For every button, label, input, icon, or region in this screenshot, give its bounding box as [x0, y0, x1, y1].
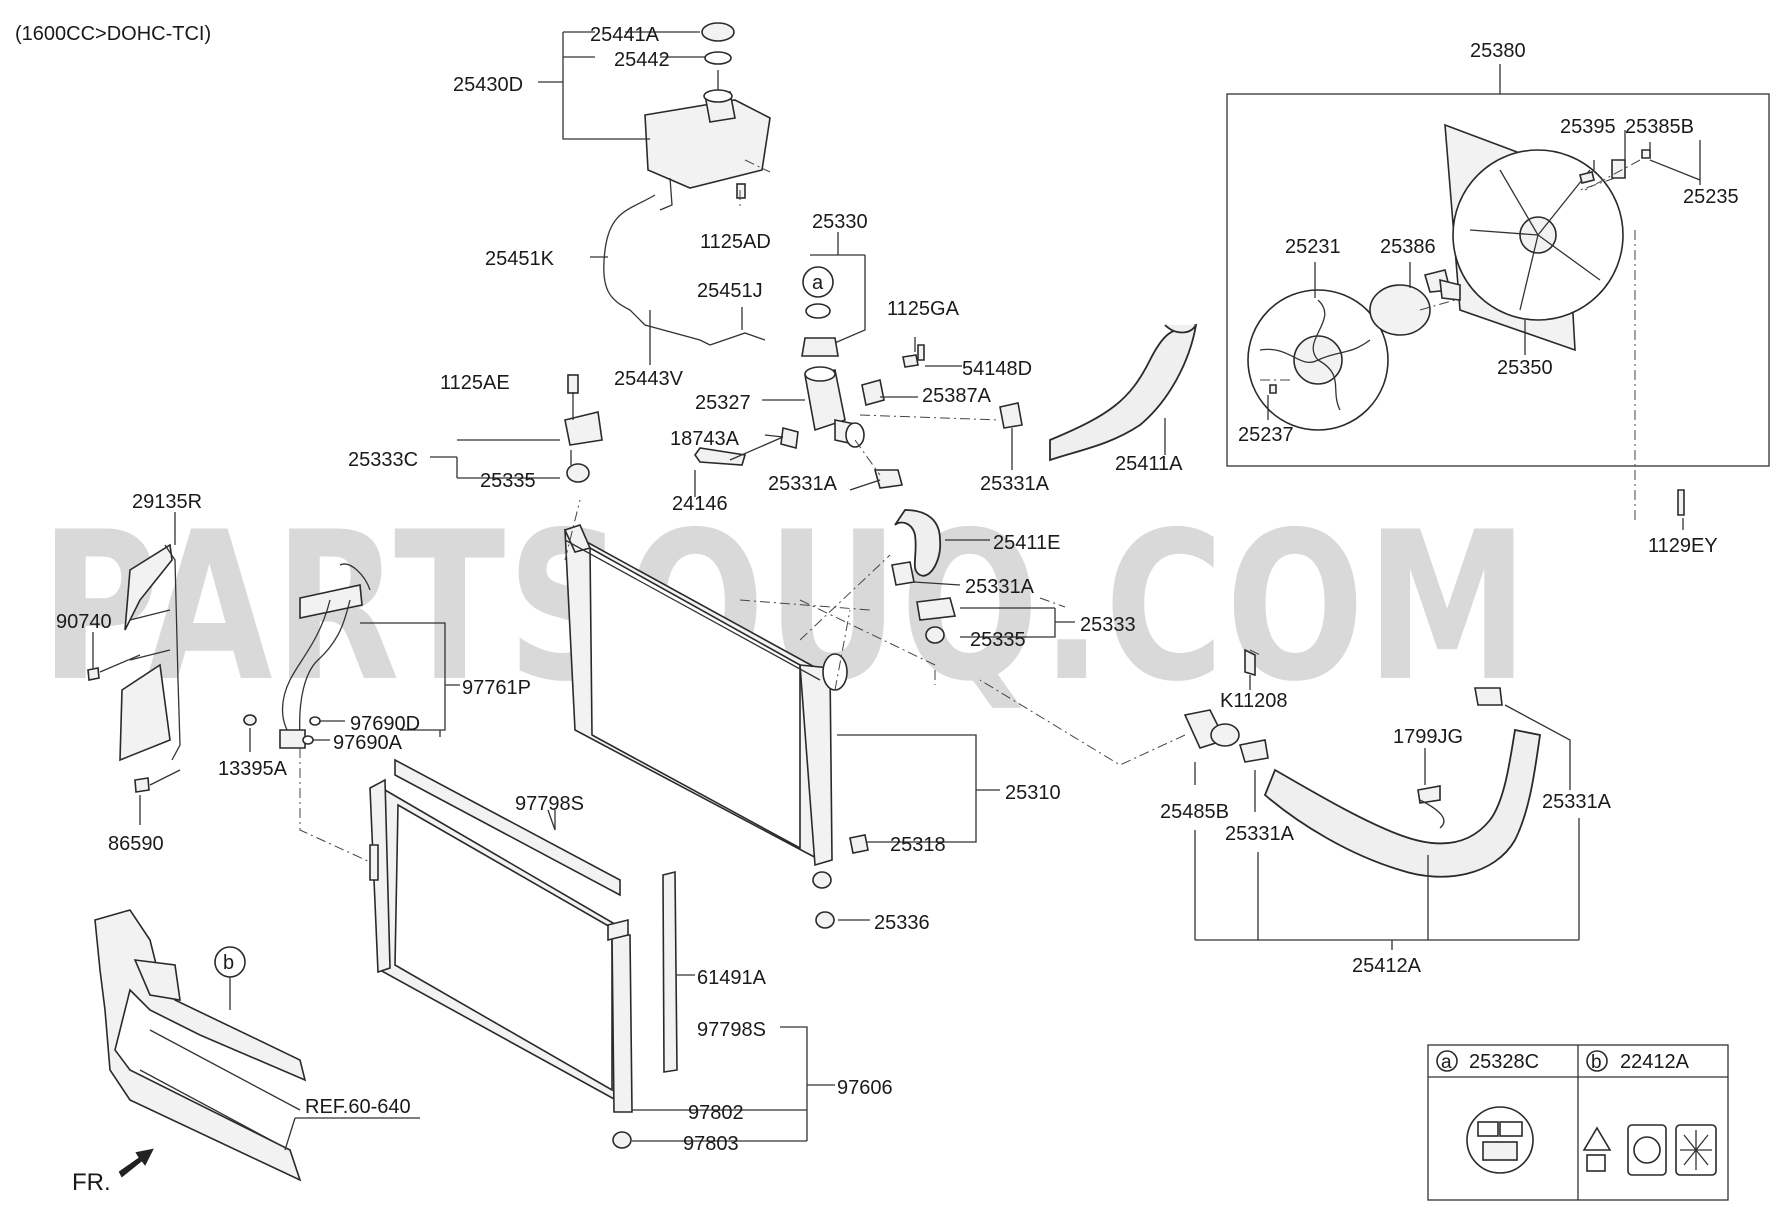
part-97798S-a[interactable]: 97798S — [515, 793, 584, 815]
part-54148D[interactable]: 54148D — [962, 358, 1032, 380]
legend-a-part[interactable]: 25328C — [1469, 1051, 1539, 1073]
part-97802[interactable]: 97802 — [688, 1102, 744, 1124]
radiator-cap-warning-label-icon — [1466, 1106, 1534, 1174]
part-97606[interactable]: 97606 — [837, 1077, 893, 1099]
part-25380[interactable]: 25380 — [1470, 40, 1526, 62]
part-86590[interactable]: 86590 — [108, 833, 164, 855]
part-18743A[interactable]: 18743A — [670, 428, 740, 450]
callout-a-circle — [802, 266, 834, 298]
part-25412A[interactable]: 25412A — [1352, 955, 1422, 977]
part-25395[interactable]: 25395 — [1560, 116, 1616, 138]
part-25318[interactable]: 25318 — [890, 834, 946, 856]
part-25441A[interactable]: 25441A — [590, 24, 660, 46]
part-25310[interactable]: 25310 — [1005, 782, 1061, 804]
part-24146[interactable]: 24146 — [672, 493, 728, 515]
oil-cooler-lines-group — [279, 563, 371, 749]
radiator-group — [563, 524, 848, 889]
fan-assembly-box — [1226, 93, 1770, 467]
part-25385B[interactable]: 25385B — [1625, 116, 1694, 138]
part-25330[interactable]: 25330 — [812, 211, 868, 233]
lower-hose-group — [1183, 687, 1542, 878]
part-90740[interactable]: 90740 — [56, 611, 112, 633]
part-25331A-d[interactable]: 25331A — [1542, 791, 1612, 813]
part-25331A-c[interactable]: 25331A — [965, 576, 1035, 598]
front-end-carrier-group — [94, 909, 307, 1182]
part-25333C[interactable]: 25333C — [348, 449, 418, 471]
air-guard-group — [119, 543, 181, 762]
reservoir-tank-group — [644, 22, 771, 211]
part-25451J[interactable]: 25451J — [697, 280, 763, 302]
part-25335-mid[interactable]: 25335 — [970, 629, 1026, 651]
part-25411E[interactable]: 25411E — [993, 532, 1060, 554]
water-outlet-group — [804, 344, 925, 448]
ref-60-640[interactable]: REF.60-640 — [305, 1096, 411, 1118]
part-25442[interactable]: 25442 — [614, 49, 670, 71]
part-61491A[interactable]: 61491A — [697, 967, 767, 989]
part-25386[interactable]: 25386 — [1380, 236, 1436, 258]
part-1125GA[interactable]: 1125GA — [887, 298, 960, 320]
part-1125AE[interactable]: 1125AE — [440, 372, 510, 394]
part-1799JG[interactable]: 1799JG — [1393, 726, 1463, 748]
part-25411A[interactable]: 25411A — [1115, 453, 1183, 475]
fan-assembly-group — [1247, 123, 1651, 431]
part-1129EY[interactable]: 1129EY — [1648, 535, 1718, 557]
callout-a-label: a — [812, 272, 824, 294]
engine-spec-label: (1600CC>DOHC-TCI) — [15, 23, 211, 45]
part-25336[interactable]: 25336 — [874, 912, 930, 934]
callout-b-label: b — [223, 952, 234, 974]
part-97798S-b[interactable]: 97798S — [697, 1019, 766, 1041]
part-13395A[interactable]: 13395A — [218, 758, 288, 780]
part-97803[interactable]: 97803 — [683, 1133, 739, 1155]
part-25335-top[interactable]: 25335 — [480, 470, 536, 492]
front-direction-label: FR. — [72, 1169, 111, 1196]
part-25485B[interactable]: 25485B — [1160, 801, 1229, 823]
part-K11208[interactable]: K11208 — [1220, 690, 1287, 712]
condenser-group — [369, 758, 678, 1149]
part-25331A-a[interactable]: 25331A — [768, 473, 838, 495]
part-25237[interactable]: 25237 — [1238, 424, 1294, 446]
part-25387A[interactable]: 25387A — [922, 385, 992, 407]
warning-label-icons — [1582, 1124, 1717, 1176]
part-25333[interactable]: 25333 — [1080, 614, 1136, 636]
part-25443V[interactable]: 25443V — [614, 368, 684, 390]
legend-b-part[interactable]: 22412A — [1620, 1051, 1690, 1073]
part-25451K[interactable]: 25451K — [485, 248, 555, 270]
part-25331A-e[interactable]: 25331A — [1225, 823, 1295, 845]
part-97690A[interactable]: 97690A — [333, 732, 403, 754]
part-29135R[interactable]: 29135R — [132, 491, 202, 513]
part-25235[interactable]: 25235 — [1683, 186, 1739, 208]
part-25327[interactable]: 25327 — [695, 392, 751, 414]
front-arrow-icon — [118, 1148, 154, 1178]
legend-table: a 25328C b 22412A — [1427, 1044, 1729, 1201]
part-25430D[interactable]: 25430D — [453, 74, 523, 96]
part-97690D[interactable]: 97690D — [350, 713, 420, 735]
part-25331A-b[interactable]: 25331A — [980, 473, 1050, 495]
legend-a-key: a — [1441, 1052, 1452, 1073]
part-25350[interactable]: 25350 — [1497, 357, 1553, 379]
part-25231[interactable]: 25231 — [1285, 236, 1341, 258]
part-1125AD[interactable]: 1125AD — [700, 231, 771, 253]
legend-b-key: b — [1591, 1052, 1602, 1073]
part-97761P[interactable]: 97761P — [462, 677, 531, 699]
